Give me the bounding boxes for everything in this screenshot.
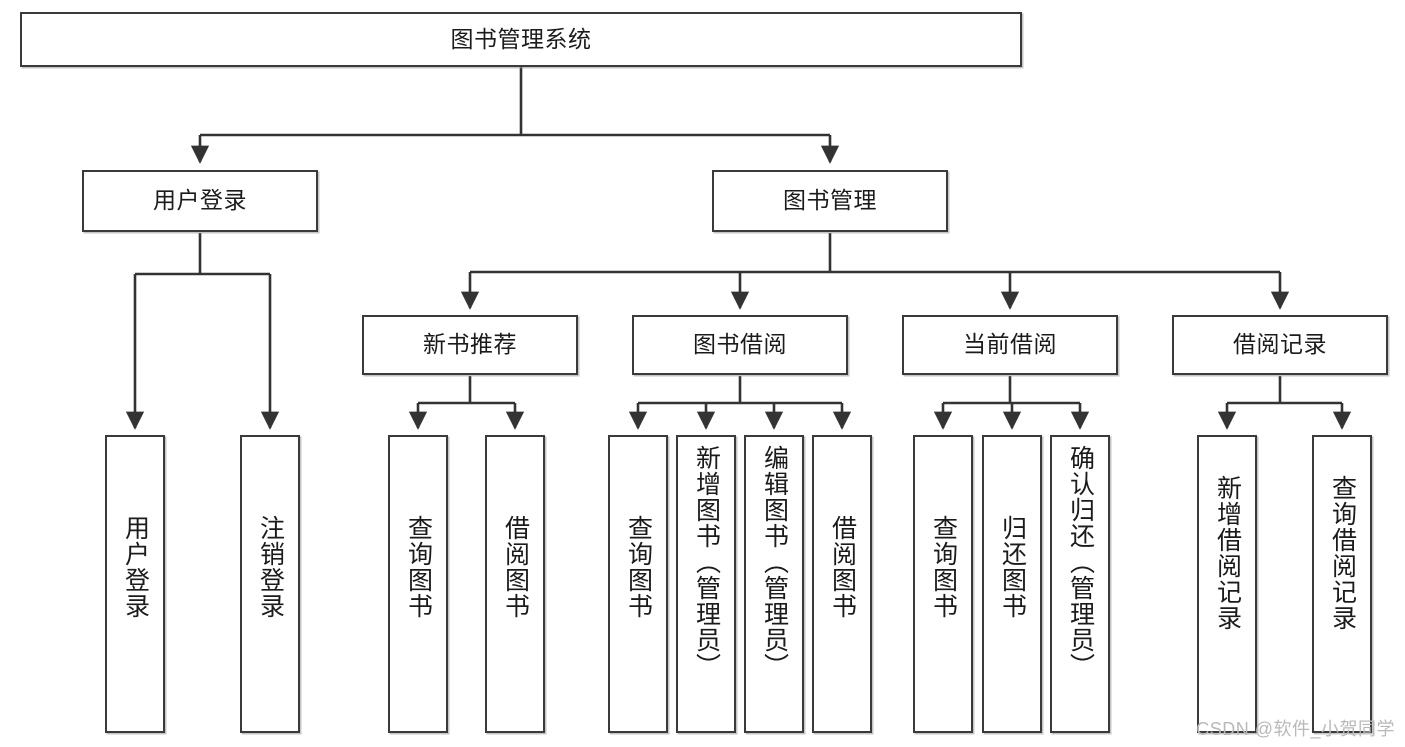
node-label: 借阅图书 — [828, 515, 857, 619]
node-leaf-query-book-borrow[interactable]: 查询图书 — [608, 435, 668, 733]
node-leaf-edit-book-admin[interactable]: 编辑图书（管理员） — [744, 435, 804, 733]
node-leaf-add-book-admin[interactable]: 新增图书（管理员） — [676, 435, 736, 733]
watermark-text: CSDN @软件_小贺同学 — [1196, 719, 1395, 739]
node-label: 借阅图书 — [501, 515, 530, 619]
node-leaf-query-borrow-record[interactable]: 查询借阅记录 — [1312, 435, 1372, 733]
node-leaf-borrow-book[interactable]: 借阅图书 — [812, 435, 872, 733]
node-label: 查询图书 — [624, 515, 653, 619]
node-label: 新书推荐 — [423, 331, 517, 358]
node-leaf-add-borrow-record[interactable]: 新增借阅记录 — [1197, 435, 1257, 733]
node-label: 查询借阅记录 — [1328, 475, 1357, 631]
node-root-book-management-system[interactable]: 图书管理系统 — [20, 12, 1022, 67]
node-leaf-confirm-return-admin[interactable]: 确认归还（管理员） — [1050, 435, 1110, 733]
node-leaf-query-book-current[interactable]: 查询图书 — [913, 435, 973, 733]
node-label: 编辑图书（管理员） — [760, 445, 789, 679]
node-borrowing-record[interactable]: 借阅记录 — [1172, 315, 1388, 375]
node-label: 图书管理 — [783, 187, 877, 214]
node-label: 当前借阅 — [963, 331, 1057, 358]
node-label: 查询图书 — [929, 515, 958, 619]
node-leaf-return-book[interactable]: 归还图书 — [982, 435, 1042, 733]
node-label: 借阅记录 — [1233, 331, 1327, 358]
node-label: 用户登录 — [153, 187, 247, 214]
node-leaf-query-book-recommend[interactable]: 查询图书 — [388, 435, 448, 733]
node-label: 新增借阅记录 — [1213, 475, 1242, 631]
node-leaf-borrow-book-recommend[interactable]: 借阅图书 — [485, 435, 545, 733]
node-book-management[interactable]: 图书管理 — [712, 170, 948, 232]
node-label: 确认归还（管理员） — [1066, 445, 1095, 679]
node-user-login[interactable]: 用户登录 — [82, 170, 318, 232]
node-current-borrowing[interactable]: 当前借阅 — [902, 315, 1118, 375]
node-new-book-recommendation[interactable]: 新书推荐 — [362, 315, 578, 375]
node-label: 新增图书（管理员） — [692, 445, 721, 679]
node-label: 图书借阅 — [693, 331, 787, 358]
node-book-borrowing[interactable]: 图书借阅 — [632, 315, 848, 375]
node-leaf-logout[interactable]: 注销登录 — [240, 435, 300, 733]
node-label: 归还图书 — [998, 515, 1027, 619]
node-leaf-user-login[interactable]: 用户登录 — [105, 435, 165, 733]
node-label: 查询图书 — [404, 515, 433, 619]
node-label: 用户登录 — [121, 515, 150, 619]
node-label: 图书管理系统 — [450, 25, 592, 52]
node-label: 注销登录 — [256, 515, 285, 619]
